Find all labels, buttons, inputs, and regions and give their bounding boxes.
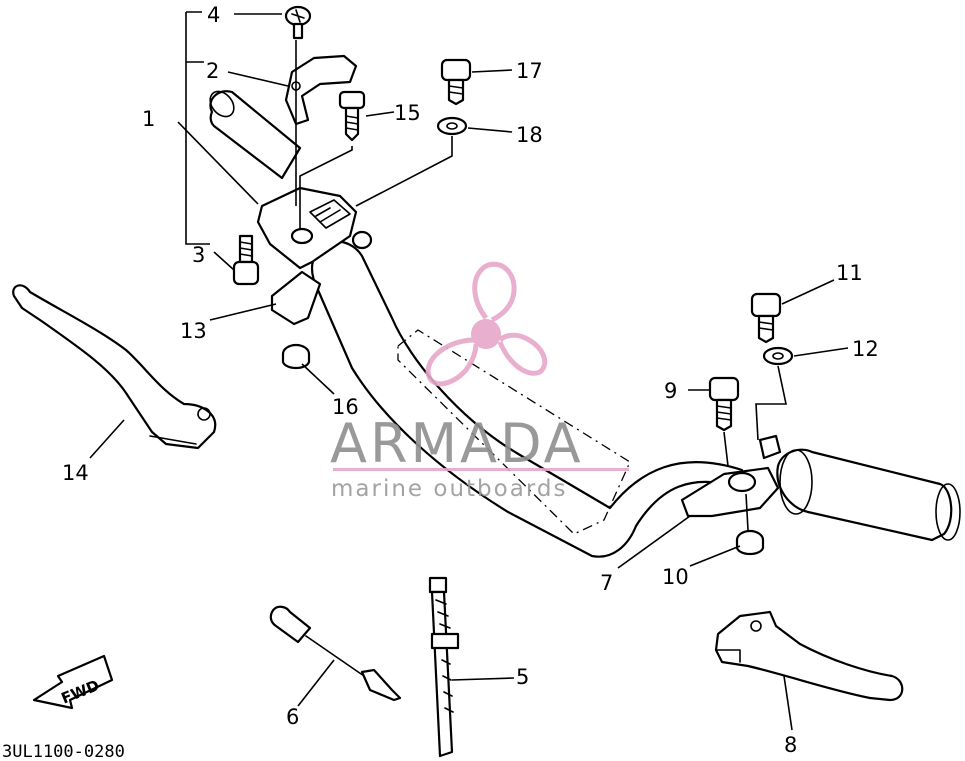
callout-2: 2 (206, 59, 219, 83)
callout-7: 7 (600, 571, 613, 595)
cable-adjuster-6 (269, 605, 402, 702)
callout-17: 17 (516, 59, 543, 83)
cable-tie-5 (428, 576, 460, 758)
armada-watermark: ARMADA marine outboards (330, 261, 629, 502)
diagram-code: 3UL1100-0280 (2, 742, 125, 761)
callout-18: 18 (516, 123, 543, 147)
washer-12 (762, 346, 794, 366)
screw-4 (284, 5, 312, 40)
callout-4: 4 (207, 3, 220, 27)
bolt-11 (750, 292, 782, 344)
callout-15: 15 (394, 101, 421, 125)
watermark-tagline: marine outboards (331, 476, 567, 502)
callout-12: 12 (852, 337, 879, 361)
callout-16: 16 (332, 395, 359, 419)
bolt-17 (440, 58, 472, 106)
bolt-15 (338, 90, 366, 142)
callout-9: 9 (664, 379, 677, 403)
callout-10: 10 (662, 565, 689, 589)
handlebar (209, 90, 961, 558)
nut-10 (735, 529, 765, 556)
callout-14: 14 (62, 461, 89, 485)
callout-6: 6 (286, 705, 299, 729)
left-lever-holder (256, 186, 373, 326)
fwd-arrow: FWD (32, 654, 114, 710)
propeller-logo-icon (425, 261, 548, 387)
callout-11: 11 (836, 261, 863, 285)
callout-3: 3 (192, 243, 205, 267)
callout-5: 5 (516, 665, 529, 689)
callout-13: 13 (180, 319, 207, 343)
nut-16 (281, 343, 311, 370)
leader-lines (89, 11, 849, 731)
right-lever-holder (680, 434, 782, 518)
brake-lever-8 (714, 610, 904, 702)
callout-1: 1 (142, 107, 155, 131)
bolt-9 (708, 376, 740, 432)
bolt-3 (232, 234, 260, 286)
callout-8: 8 (784, 733, 797, 757)
watermark-brand: ARMADA (330, 412, 584, 475)
washer-18 (436, 116, 468, 136)
clutch-lever-14 (12, 284, 217, 450)
callout-labels: 4 2 1 3 15 17 18 13 16 14 11 12 9 10 7 8… (62, 3, 879, 757)
